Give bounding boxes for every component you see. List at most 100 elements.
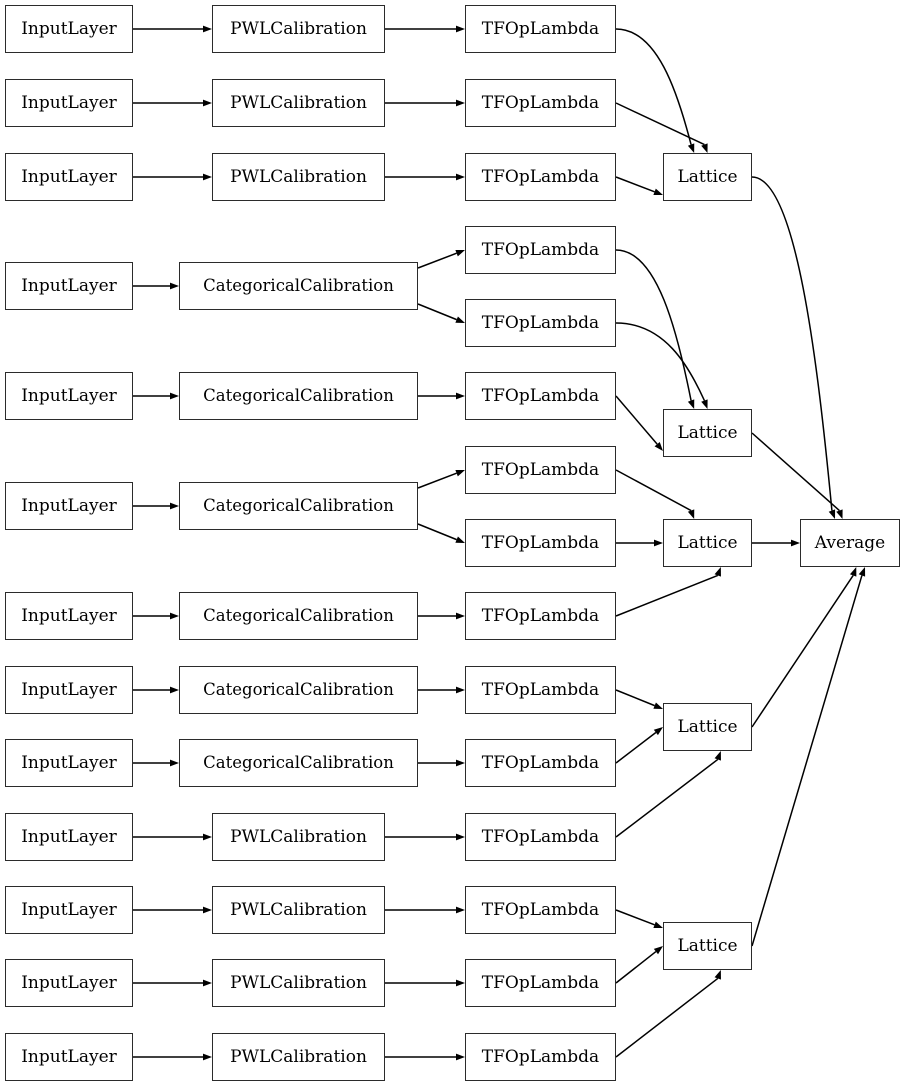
- graph-node-op-op11[interactable]: TFOpLambda: [465, 739, 616, 787]
- graph-node-average-avg[interactable]: Average: [800, 519, 900, 567]
- arrowhead-op14-to-lat5: [653, 946, 663, 955]
- arrowhead-in10-to-cal10: [203, 833, 212, 841]
- graph-node-input-in11[interactable]: InputLayer: [5, 886, 133, 934]
- arrowhead-cal4-to-op5: [455, 316, 465, 323]
- graph-node-cat-cal8[interactable]: CategoricalCalibration: [179, 666, 418, 714]
- edge-op11-to-lat4: [615, 731, 657, 764]
- graph-node-input-in2[interactable]: InputLayer: [5, 79, 133, 127]
- arrowhead-cal12-to-op14: [456, 979, 465, 987]
- graph-node-op-op12[interactable]: TFOpLambda: [465, 813, 616, 861]
- arrowhead-op8-to-lat3: [654, 539, 663, 547]
- graph-node-input-in5[interactable]: InputLayer: [5, 372, 133, 420]
- arrowhead-cal7-to-op9: [456, 612, 465, 620]
- arrowhead-in8-to-cal8: [170, 686, 179, 694]
- graph-node-cat-cal6[interactable]: CategoricalCalibration: [179, 482, 418, 530]
- arrowhead-lat4-to-avg: [849, 567, 857, 577]
- arrowhead-cal10-to-op12: [456, 833, 465, 841]
- graph-node-cat-cal7[interactable]: CategoricalCalibration: [179, 592, 418, 640]
- graph-node-pwl-cal12[interactable]: PWLCalibration: [212, 959, 385, 1007]
- edge-op3-to-lat1: [615, 176, 655, 193]
- graph-node-pwl-cal2[interactable]: PWLCalibration: [212, 79, 385, 127]
- arrowhead-op15-to-lat5: [714, 970, 721, 980]
- graph-node-lattice-lat5[interactable]: Lattice: [663, 922, 752, 970]
- arrowhead-cal6-to-op7: [455, 470, 465, 477]
- arrowhead-cal2-to-op2: [456, 99, 465, 107]
- graph-node-op-op4[interactable]: TFOpLambda: [465, 226, 616, 274]
- arrowhead-in11-to-cal11: [203, 906, 212, 914]
- arrowhead-cal5-to-op6: [456, 392, 465, 400]
- graph-node-input-in10[interactable]: InputLayer: [5, 813, 133, 861]
- arrowhead-op6-to-lat2: [654, 441, 663, 451]
- graph-node-lattice-lat1[interactable]: Lattice: [663, 153, 752, 201]
- edge-op1-to-lat1: [615, 28, 692, 145]
- graph-node-input-in12[interactable]: InputLayer: [5, 959, 133, 1007]
- graph-node-lattice-lat3[interactable]: Lattice: [663, 519, 752, 567]
- arrowhead-in3-to-cal3: [203, 173, 212, 181]
- arrowhead-cal9-to-op11: [456, 759, 465, 767]
- edge-cal6-to-op8: [417, 523, 457, 541]
- graph-node-op-op7[interactable]: TFOpLambda: [465, 446, 616, 494]
- graph-node-pwl-cal11[interactable]: PWLCalibration: [212, 886, 385, 934]
- graph-node-op-op15[interactable]: TFOpLambda: [465, 1033, 616, 1081]
- arrowhead-op2-to-lat1: [701, 143, 708, 153]
- arrowhead-cal6-to-op8: [455, 536, 465, 543]
- graph-node-lattice-lat2[interactable]: Lattice: [663, 409, 752, 457]
- arrowhead-op13-to-lat5: [653, 921, 663, 928]
- arrowhead-op12-to-lat4: [714, 751, 721, 761]
- graph-node-cat-cal4[interactable]: CategoricalCalibration: [179, 262, 418, 310]
- arrowhead-cal13-to-op15: [456, 1053, 465, 1061]
- arrowhead-in7-to-cal7: [170, 612, 179, 620]
- edge-op15-to-lat5: [615, 977, 719, 1058]
- graph-node-op-op2[interactable]: TFOpLambda: [465, 79, 616, 127]
- graph-node-lattice-lat4[interactable]: Lattice: [663, 703, 752, 751]
- edge-lat1-to-avg: [751, 176, 833, 511]
- arrowhead-lat2-to-avg: [836, 509, 843, 519]
- graph-node-op-op1[interactable]: TFOpLambda: [465, 5, 616, 53]
- arrowhead-cal4-to-op4: [455, 250, 465, 257]
- graph-node-op-op6[interactable]: TFOpLambda: [465, 372, 616, 420]
- graph-node-op-op3[interactable]: TFOpLambda: [465, 153, 616, 201]
- graph-node-op-op13[interactable]: TFOpLambda: [465, 886, 616, 934]
- graph-node-pwl-cal13[interactable]: PWLCalibration: [212, 1033, 385, 1081]
- arrowhead-in1-to-cal1: [203, 25, 212, 33]
- graph-node-op-op9[interactable]: TFOpLambda: [465, 592, 616, 640]
- arrowhead-op9-to-lat3: [714, 567, 721, 577]
- edge-op7-to-lat3: [615, 469, 692, 512]
- arrowhead-op7-to-lat3: [687, 509, 695, 519]
- graph-node-input-in1[interactable]: InputLayer: [5, 5, 133, 53]
- graph-node-pwl-cal1[interactable]: PWLCalibration: [212, 5, 385, 53]
- graph-node-input-in4[interactable]: InputLayer: [5, 262, 133, 310]
- edge-lat2-to-avg: [751, 432, 840, 512]
- arrowhead-lat3-to-avg: [791, 539, 800, 547]
- edge-cal4-to-op4: [417, 252, 457, 269]
- graph-node-op-op10[interactable]: TFOpLambda: [465, 666, 616, 714]
- graph-node-op-op5[interactable]: TFOpLambda: [465, 299, 616, 347]
- graph-node-input-in8[interactable]: InputLayer: [5, 666, 133, 714]
- edge-cal6-to-op7: [417, 472, 457, 489]
- graph-node-cat-cal9[interactable]: CategoricalCalibration: [179, 739, 418, 787]
- arrowhead-op10-to-lat4: [653, 702, 663, 709]
- graph-node-cat-cal5[interactable]: CategoricalCalibration: [179, 372, 418, 420]
- arrowhead-op11-to-lat4: [653, 727, 663, 736]
- edge-cal4-to-op5: [417, 303, 457, 321]
- graph-node-pwl-cal10[interactable]: PWLCalibration: [212, 813, 385, 861]
- arrowhead-in2-to-cal2: [203, 99, 212, 107]
- graph-node-pwl-cal3[interactable]: PWLCalibration: [212, 153, 385, 201]
- arrowhead-in13-to-cal13: [203, 1053, 212, 1061]
- graph-node-op-op8[interactable]: TFOpLambda: [465, 519, 616, 567]
- edge-lat5-to-avg: [751, 575, 863, 947]
- graph-node-input-in6[interactable]: InputLayer: [5, 482, 133, 530]
- graph-node-op-op14[interactable]: TFOpLambda: [465, 959, 616, 1007]
- graph-node-input-in9[interactable]: InputLayer: [5, 739, 133, 787]
- arrowhead-op3-to-lat1: [653, 188, 663, 195]
- graph-node-input-in13[interactable]: InputLayer: [5, 1033, 133, 1081]
- graph-node-input-in3[interactable]: InputLayer: [5, 153, 133, 201]
- edge-op5-to-lat2: [615, 322, 706, 401]
- arrowhead-in4-to-cal4: [170, 282, 179, 290]
- graph-node-input-in7[interactable]: InputLayer: [5, 592, 133, 640]
- edge-op2-to-lat1: [615, 102, 705, 146]
- arrowhead-cal1-to-op1: [456, 25, 465, 33]
- arrowhead-cal8-to-op10: [456, 686, 465, 694]
- arrowhead-in5-to-cal5: [170, 392, 179, 400]
